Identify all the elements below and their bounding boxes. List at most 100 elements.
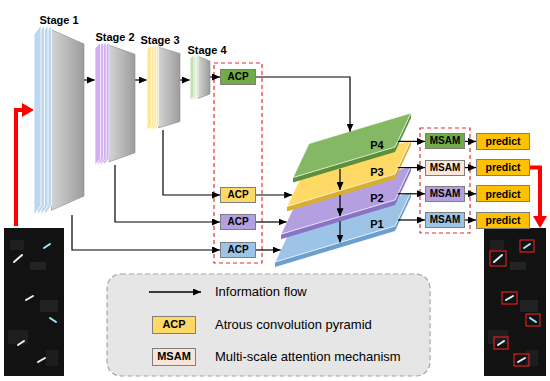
flow-arrow bbox=[256, 249, 281, 250]
label-holder: P3 bbox=[370, 162, 383, 180]
msam-box: MSAM bbox=[425, 133, 465, 149]
stage-block: Stage 1 bbox=[34, 25, 84, 215]
feature-slab: P2 bbox=[281, 166, 411, 239]
stage-layers bbox=[190, 55, 210, 100]
feature-map-face bbox=[52, 30, 85, 211]
flow-arrow bbox=[339, 221, 340, 242]
stage-layers bbox=[34, 25, 84, 215]
label-holder: P4 bbox=[370, 135, 383, 153]
stage-block: Stage 4 bbox=[190, 55, 210, 100]
stage-label: Stage 4 bbox=[187, 44, 226, 56]
ship-streak bbox=[494, 255, 502, 262]
image-ground bbox=[4, 228, 64, 376]
feature-plate bbox=[147, 45, 152, 130]
input-image bbox=[4, 228, 64, 376]
detection-box bbox=[494, 337, 508, 349]
box-label: predict bbox=[485, 214, 520, 227]
flow-arrow bbox=[180, 79, 190, 80]
output-arrow bbox=[530, 168, 540, 216]
slab-shape bbox=[281, 166, 411, 239]
ship-streak bbox=[524, 244, 530, 248]
box-label: predict bbox=[485, 161, 520, 174]
flow-arrow bbox=[398, 219, 425, 220]
predict-box: predict bbox=[476, 159, 530, 176]
detection-box bbox=[490, 251, 506, 266]
flow-arrow bbox=[465, 219, 476, 220]
legend-entry: ACPAtrous convolution pyramid bbox=[140, 313, 425, 337]
flow-arrow bbox=[398, 193, 425, 194]
stage-block: Stage 3 bbox=[147, 45, 180, 130]
level-label: P4 bbox=[370, 139, 383, 151]
flow-arrow bbox=[256, 221, 287, 222]
feature-plate bbox=[34, 25, 41, 215]
slab-shape bbox=[293, 113, 411, 183]
feature-slab: P4 bbox=[293, 113, 411, 183]
feature-slab: P1 bbox=[275, 192, 411, 267]
box-label: MSAM bbox=[430, 188, 461, 200]
stage-label: Stage 1 bbox=[39, 14, 78, 26]
flow-arrow bbox=[339, 195, 340, 216]
flow-arrow bbox=[135, 79, 147, 80]
ship-streak bbox=[530, 318, 536, 322]
image-texture bbox=[510, 262, 526, 270]
detection-box bbox=[514, 354, 529, 366]
slab-shape bbox=[287, 140, 411, 211]
level-label: P3 bbox=[370, 166, 383, 178]
image-texture bbox=[30, 262, 46, 270]
box-label: ACP bbox=[227, 216, 248, 228]
acp-box: ACP bbox=[220, 214, 256, 230]
output-image bbox=[484, 228, 546, 376]
stage-layers bbox=[147, 45, 180, 130]
flow-arrow bbox=[256, 194, 292, 195]
feature-map-face bbox=[159, 47, 180, 128]
legend-arrow bbox=[145, 280, 205, 304]
acp-box: ACP bbox=[220, 242, 256, 258]
flow-arrow bbox=[210, 76, 220, 77]
flow-arrow bbox=[398, 141, 425, 142]
legend-text: Atrous convolution pyramid bbox=[215, 313, 372, 337]
feature-map-face bbox=[198, 57, 210, 99]
predict-box: predict bbox=[476, 185, 530, 202]
box-label: MSAM bbox=[430, 162, 461, 174]
ship-streak bbox=[14, 255, 22, 262]
slab-top bbox=[275, 192, 411, 262]
legend-swatch: MSAM bbox=[152, 348, 196, 366]
legend-text: Information flow bbox=[215, 280, 307, 304]
flow-arrow bbox=[115, 165, 220, 222]
swatch-label: MSAM bbox=[157, 350, 191, 363]
stage-layers bbox=[95, 42, 135, 165]
ship-streak bbox=[518, 358, 525, 362]
level-label: P1 bbox=[370, 218, 383, 230]
flow-arrow bbox=[163, 130, 220, 195]
box-label: ACP bbox=[227, 244, 248, 256]
feature-slab: P3 bbox=[287, 140, 411, 211]
flow-arrow bbox=[465, 167, 476, 168]
acp-box: ACP bbox=[220, 69, 256, 85]
group-bracket bbox=[214, 63, 262, 263]
box-label: ACP bbox=[227, 189, 248, 201]
box-label: predict bbox=[485, 135, 520, 148]
image-texture bbox=[8, 330, 28, 344]
flow-arrow bbox=[465, 141, 476, 142]
detection-box bbox=[520, 240, 534, 252]
stage-block: Stage 2 bbox=[95, 42, 135, 165]
stage-label: Stage 3 bbox=[140, 34, 179, 46]
image-texture bbox=[520, 300, 538, 312]
legend-entry: Information flow bbox=[140, 280, 425, 304]
label-holder: Stage 1 bbox=[39, 10, 78, 28]
flow-arrow bbox=[256, 77, 350, 132]
label-holder: Stage 2 bbox=[95, 27, 134, 45]
feature-plate bbox=[190, 55, 194, 100]
level-label: P2 bbox=[370, 192, 383, 204]
msam-box: MSAM bbox=[425, 212, 465, 228]
msam-box: MSAM bbox=[425, 160, 465, 176]
feature-plate bbox=[95, 42, 101, 165]
ship-streak bbox=[50, 318, 56, 322]
ship-streak bbox=[498, 341, 504, 345]
flow-arrow bbox=[72, 215, 220, 250]
flow-arrow bbox=[339, 169, 340, 190]
image-ground bbox=[484, 228, 546, 376]
box-label: MSAM bbox=[430, 214, 461, 226]
ship-streak bbox=[18, 341, 24, 345]
